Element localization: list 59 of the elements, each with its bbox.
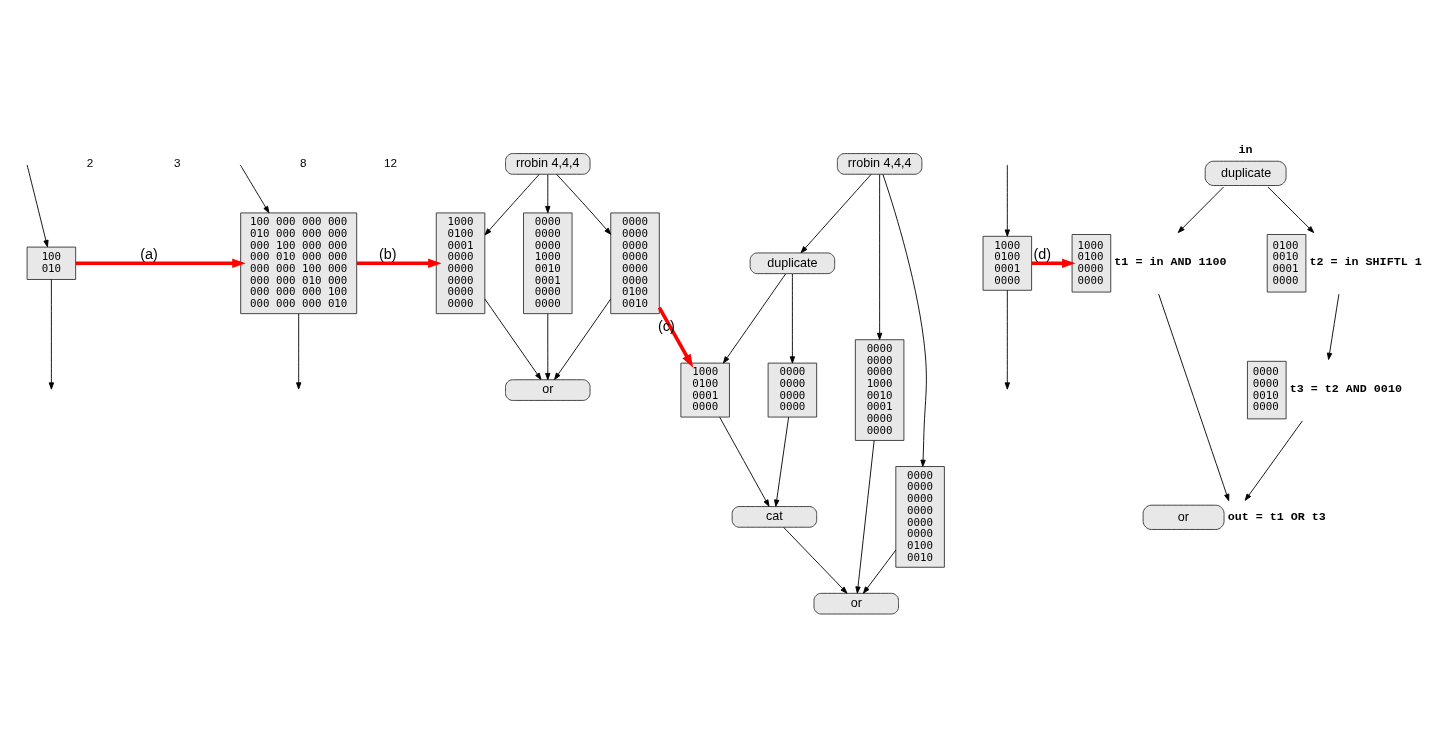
arrow: [296, 313, 302, 390]
arrow: [1267, 186, 1315, 233]
arrow: [545, 313, 551, 381]
node-box: 0000 0000 0000 0000: [767, 362, 818, 418]
arrow: [48, 279, 55, 390]
arrow: [862, 549, 897, 594]
node-label: in: [1238, 143, 1253, 158]
node-label: t2 = in SHIFTL 1: [1309, 255, 1422, 270]
arrow: [783, 527, 848, 594]
arrow: [1244, 420, 1303, 501]
arrow: [1004, 164, 1010, 237]
node-box: 1000 0100 0001 0000: [982, 235, 1033, 291]
arrow: [356, 258, 442, 269]
arrow: [1177, 186, 1225, 233]
arrow: [789, 273, 796, 364]
arrow: [556, 173, 612, 235]
arrow: [75, 258, 246, 269]
arrow: [774, 416, 790, 507]
arrow: [1031, 258, 1076, 269]
node-label: t1 = in AND 1100: [1114, 255, 1227, 270]
node-box: 1000 0100 0001 0000: [680, 362, 730, 418]
node-box: 0000 0000 0000 1000 0010 0001 0000 0000: [523, 212, 573, 315]
arrow: [484, 298, 542, 380]
arrow: [855, 440, 875, 594]
node-box: rrobin 4,4,4: [836, 153, 923, 175]
arrow: [1004, 289, 1010, 390]
arrow: [882, 174, 927, 467]
arrow: [484, 173, 540, 236]
node-box: 100 010: [26, 246, 77, 280]
arrow: [545, 174, 551, 214]
node-box: cat: [731, 506, 818, 528]
node-box: rrobin 4,4,4: [505, 153, 591, 175]
node-box: or: [813, 592, 899, 615]
edge-label: (a): [140, 245, 158, 262]
node-box: 0000 0000 0000 0000 0000 0000 0100 0010: [895, 466, 945, 568]
edge-label: (d): [1033, 245, 1051, 262]
label: 8: [299, 155, 307, 169]
arrow: [1158, 293, 1230, 502]
arrow: [239, 164, 270, 214]
node-box: 1000 0100 0001 0000 0000 0000 0000 0000: [435, 212, 486, 315]
label: 12: [383, 155, 397, 169]
label: 2: [86, 155, 94, 169]
arrow: [657, 306, 694, 368]
node-box: 100 000 000 000 010 000 000 000 000 100 000 000 000 010 000 000 000 000 100 000 000 000 010 000 000 000 000 100 000 000 000 010: [240, 212, 358, 315]
arrow: [722, 273, 786, 364]
node-box: 0000 0000 0000 0000 0000 0000 0100 0010: [610, 212, 660, 315]
arrow: [719, 416, 770, 507]
label: 3: [174, 155, 181, 169]
arrow: [26, 164, 49, 248]
arrow: [1326, 293, 1340, 360]
node-box: or: [505, 379, 591, 401]
node-box: duplicate: [749, 252, 836, 275]
arrow: [876, 174, 883, 340]
node-box: 0000 0000 0000 1000 0010 0001 0000 0000: [854, 339, 905, 441]
node-label: out = t1 OR t3: [1227, 509, 1326, 524]
node-label: t3 = t2 AND 0010: [1289, 382, 1402, 397]
arrow: [554, 298, 612, 380]
edge-label: (b): [378, 245, 397, 262]
arrow: [800, 174, 872, 254]
